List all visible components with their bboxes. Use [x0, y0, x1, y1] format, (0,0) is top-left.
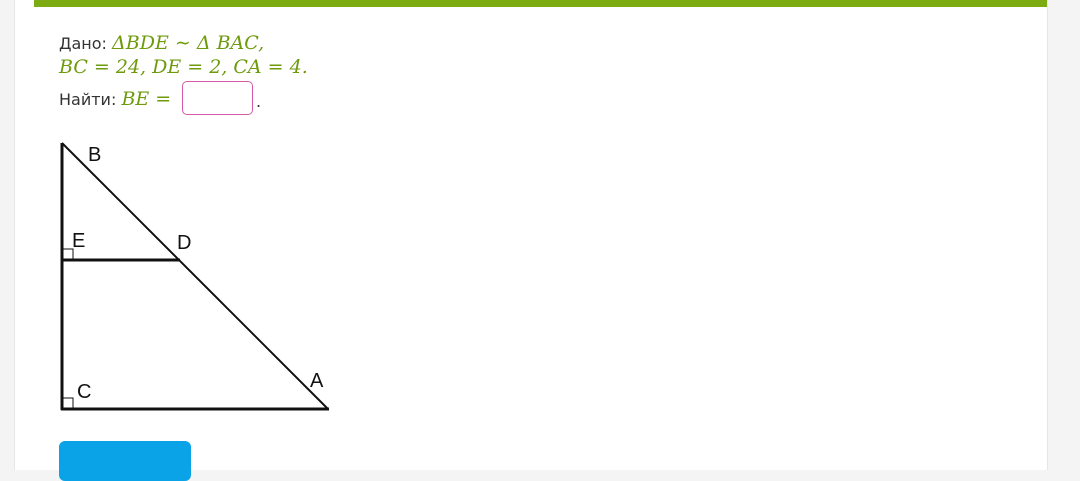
check-answer-button[interactable]	[59, 441, 191, 481]
given-values-line: BC = 24, DE = 2, CA = 4.	[59, 56, 308, 78]
side-ba	[61, 142, 329, 410]
given-label: Дано:	[59, 34, 107, 53]
task-card	[14, 0, 1048, 470]
given-similarity: ΔBDE ∼ Δ BAC,	[112, 32, 265, 54]
triangle-figure: B E D C A	[60, 142, 329, 411]
given-line: Дано: ΔBDE ∼ Δ BAC,	[59, 32, 264, 54]
given-values: BC = 24, DE = 2, CA = 4.	[59, 56, 308, 78]
vertex-label-c: C	[77, 381, 91, 403]
progress-accent-bar	[34, 0, 1047, 7]
answer-input[interactable]	[182, 81, 253, 115]
right-angle-c-icon	[63, 397, 74, 408]
vertex-label-b: B	[88, 144, 101, 166]
find-line: Найти: BE =	[59, 88, 171, 110]
find-expression: BE =	[121, 88, 172, 110]
answer-period: .	[256, 92, 262, 111]
right-angle-e-icon	[63, 248, 74, 259]
vertex-label-e: E	[72, 230, 85, 252]
find-label: Найти:	[59, 90, 117, 109]
vertex-label-a: A	[310, 370, 324, 392]
vertex-label-d: D	[177, 232, 191, 254]
